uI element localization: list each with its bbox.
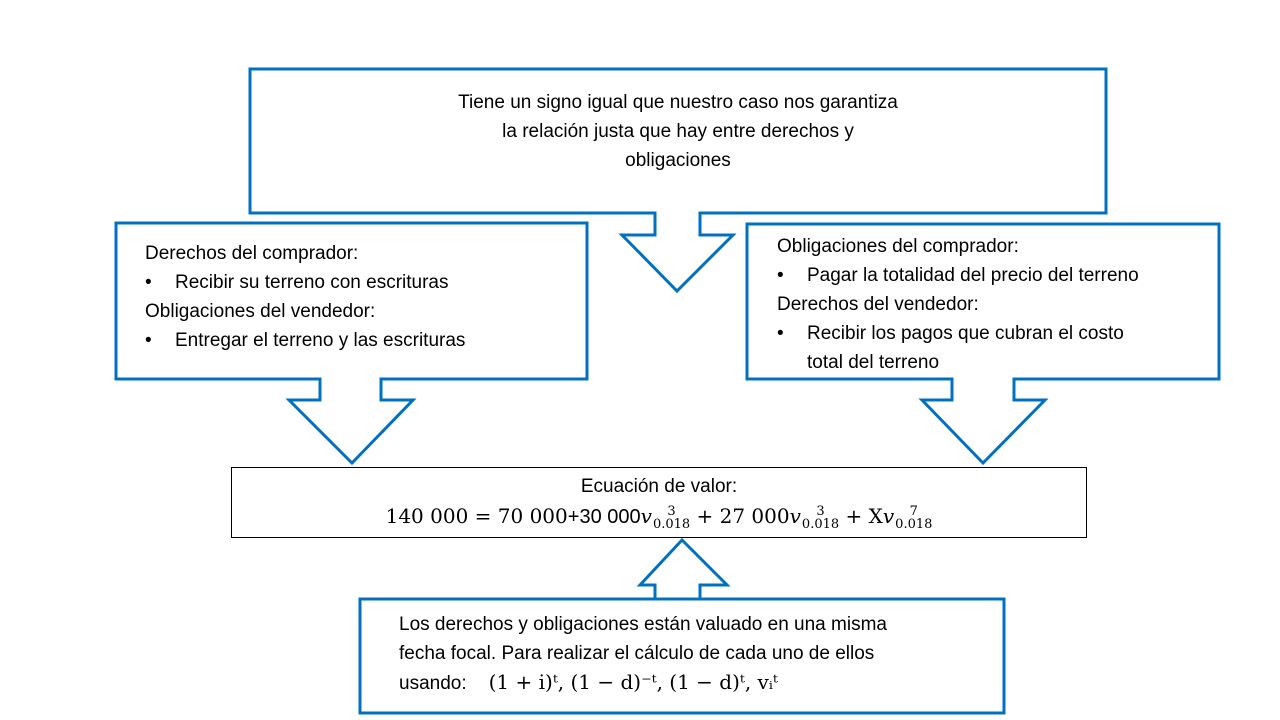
eq-exp1: 3 xyxy=(667,503,676,519)
eq-sub2: 0.018 xyxy=(801,516,840,532)
seller-rights-item: Recibir los pagos que cubran el costo xyxy=(777,319,1217,348)
seller-obligations-heading: Obligaciones del vendedor: xyxy=(145,301,376,322)
eq-sub1: 0.018 xyxy=(652,516,691,532)
bottom-callout-text: Los derechos y obligaciones están valuad… xyxy=(399,610,999,698)
bottom-line-2: fecha focal. Para realizar el cálculo de… xyxy=(399,643,875,664)
top-line-2: la relación justa que hay entre derechos… xyxy=(502,121,854,142)
eq-term1: +30 000 xyxy=(567,506,641,528)
bottom-callout-shape xyxy=(358,537,1006,715)
eq-v3: v xyxy=(882,504,895,528)
bottom-line-3-label: usando: xyxy=(399,673,467,694)
discount-formulas: (1 + i)ᵗ, (1 − d)⁻ᵗ, (1 − d)ᵗ, vᵢᵗ xyxy=(488,670,778,694)
seller-rights-item-cont: total del terreno xyxy=(807,352,940,373)
equation-title: Ecuación de valor: xyxy=(580,476,738,497)
equation-box: Ecuación de valor: 140 000 = 70 000+30 0… xyxy=(231,467,1087,538)
eq-lhs: 140 000 = 70 000 xyxy=(385,504,568,528)
eq-exp2: 3 xyxy=(816,503,825,519)
left-callout-text: Derechos del comprador: Recibir su terre… xyxy=(145,239,585,355)
right-callout-text: Obligaciones del comprador: Pagar la tot… xyxy=(777,232,1217,377)
eq-sub3: 0.018 xyxy=(895,516,933,532)
bottom-line-1: Los derechos y obligaciones están valuad… xyxy=(399,614,887,635)
top-line-1: Tiene un signo igual que nuestro caso no… xyxy=(458,92,898,113)
top-line-3: obligaciones xyxy=(625,150,731,171)
buyer-obligations-item: Pagar la totalidad del precio del terren… xyxy=(777,261,1217,290)
top-callout-shape xyxy=(248,67,1108,294)
seller-rights-heading: Derechos del vendedor: xyxy=(777,294,979,315)
eq-term3: + X xyxy=(839,504,883,528)
buyer-rights-item: Recibir su terreno con escrituras xyxy=(145,268,585,297)
eq-v2: v xyxy=(789,504,801,528)
eq-v: v xyxy=(640,504,652,528)
buyer-rights-heading: Derechos del comprador: xyxy=(145,243,359,264)
eq-exp3: 7 xyxy=(909,503,918,519)
eq-term2: + 27 000 xyxy=(690,504,790,528)
buyer-obligations-heading: Obligaciones del comprador: xyxy=(777,236,1019,257)
seller-obligations-item: Entregar el terreno y las escrituras xyxy=(145,326,585,355)
top-callout-text: Tiene un signo igual que nuestro caso no… xyxy=(250,88,1106,175)
